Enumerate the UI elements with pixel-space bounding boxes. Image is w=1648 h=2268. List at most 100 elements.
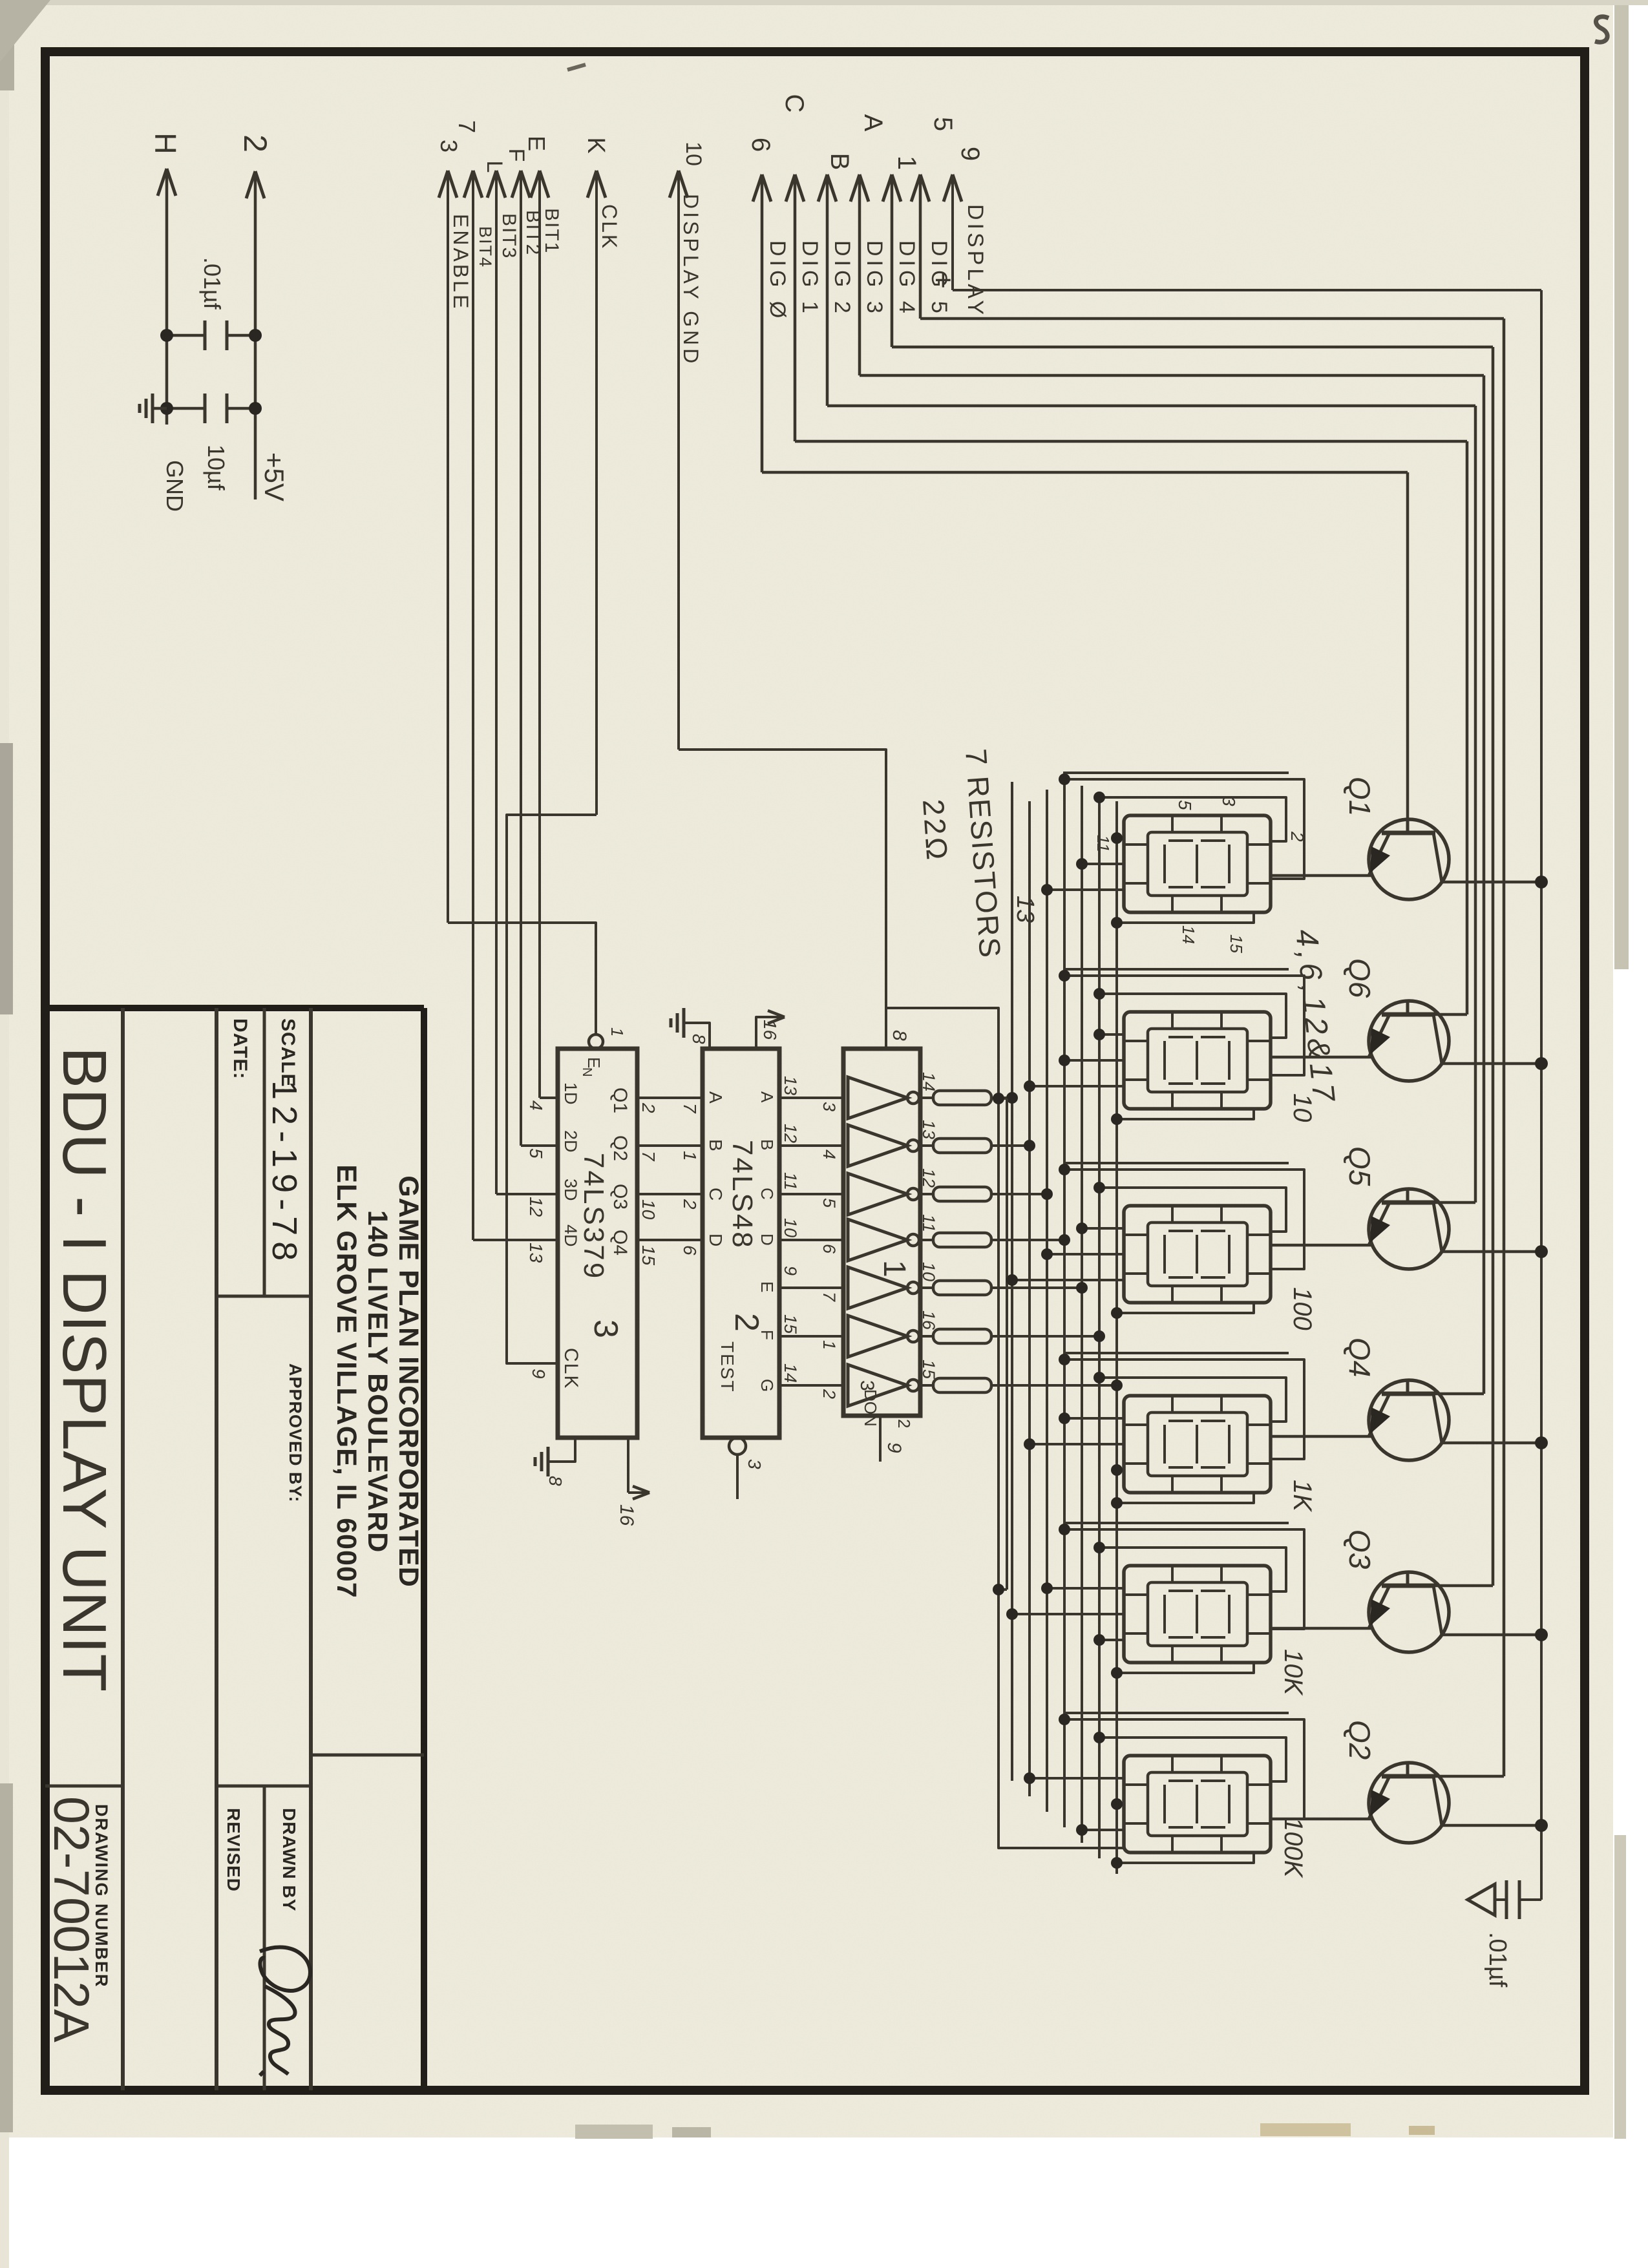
svg-text:8: 8 (689, 1034, 709, 1044)
svg-text:DIG 2: DIG 2 (830, 240, 854, 317)
svg-text:74LS379: 74LS379 (578, 1153, 609, 1280)
svg-text:3D: 3D (561, 1179, 580, 1201)
svg-text:3: 3 (856, 1380, 878, 1391)
svg-text:F: F (757, 1330, 777, 1340)
svg-text:100: 100 (1288, 1287, 1316, 1330)
svg-text:11: 11 (781, 1172, 800, 1190)
svg-text:Q5: Q5 (1343, 1146, 1377, 1186)
svg-text:+5V: +5V (259, 452, 290, 501)
svg-text:A: A (859, 114, 887, 132)
svg-text:Q2: Q2 (1343, 1720, 1377, 1759)
svg-text:4: 4 (526, 1100, 546, 1111)
svg-text:REVISED: REVISED (224, 1808, 244, 1892)
svg-text:C: C (780, 94, 808, 113)
svg-text:Q1: Q1 (609, 1087, 631, 1113)
svg-text:6: 6 (819, 1244, 839, 1254)
svg-text:74LS48: 74LS48 (726, 1140, 758, 1250)
svg-text:13: 13 (781, 1076, 800, 1095)
svg-text:100K: 100K (1279, 1817, 1307, 1879)
svg-text:140 LIVELY BOULEVARD: 140 LIVELY BOULEVARD (362, 1210, 393, 1553)
svg-text:5: 5 (929, 117, 957, 131)
svg-text:5: 5 (1175, 800, 1195, 810)
svg-text:2: 2 (1287, 831, 1307, 842)
svg-text:CLK: CLK (598, 204, 621, 250)
svg-text:DIG 3: DIG 3 (862, 240, 887, 317)
svg-text:.01µf: .01µf (1484, 1932, 1511, 1988)
svg-text:K: K (582, 137, 609, 153)
svg-text:3: 3 (819, 1102, 839, 1111)
svg-text:9: 9 (883, 1442, 905, 1453)
svg-text:GND: GND (162, 460, 188, 512)
svg-text:10: 10 (781, 1218, 800, 1237)
svg-text:15: 15 (919, 1360, 938, 1380)
svg-text:CLK: CLK (560, 1348, 582, 1389)
svg-text:Q3: Q3 (1343, 1529, 1377, 1570)
svg-text:3: 3 (587, 1319, 624, 1338)
svg-text:14: 14 (781, 1363, 800, 1383)
svg-text:B: B (757, 1139, 777, 1150)
svg-text:13: 13 (526, 1243, 546, 1263)
svg-text:7: 7 (639, 1151, 659, 1162)
svg-text:12: 12 (919, 1168, 938, 1188)
svg-text:Q4: Q4 (1343, 1338, 1377, 1377)
svg-text:BDU - I DISPLAY UNIT: BDU - I DISPLAY UNIT (50, 1047, 119, 1692)
svg-text:4: 4 (819, 1150, 839, 1159)
svg-text:H: H (149, 132, 182, 154)
svg-text:DISPLAY: DISPLAY (963, 204, 988, 318)
svg-text:7: 7 (680, 1103, 700, 1114)
svg-text:15: 15 (639, 1245, 659, 1266)
svg-text:1: 1 (877, 1260, 911, 1277)
svg-text:DIG 4: DIG 4 (894, 240, 919, 317)
svg-text:L: L (482, 161, 507, 173)
svg-text:10K: 10K (1279, 1649, 1307, 1696)
svg-text:7: 7 (819, 1292, 839, 1302)
svg-text:2: 2 (237, 134, 273, 152)
svg-text:D: D (706, 1234, 726, 1246)
svg-text:Q3: Q3 (609, 1184, 631, 1210)
svg-text:Q1: Q1 (1343, 777, 1377, 816)
svg-text:6: 6 (680, 1245, 700, 1255)
svg-text:12-19-78: 12-19-78 (265, 1080, 304, 1266)
svg-text:8: 8 (545, 1476, 565, 1486)
svg-text:+: + (927, 271, 960, 289)
svg-text:4D: 4D (561, 1224, 580, 1247)
svg-text:ELK GROVE VILLAGE, IL 60007: ELK GROVE VILLAGE, IL 60007 (331, 1164, 362, 1598)
svg-text:Q4: Q4 (609, 1230, 631, 1255)
svg-text:B: B (825, 153, 854, 171)
svg-text:1: 1 (819, 1340, 839, 1350)
svg-text:9: 9 (956, 147, 984, 161)
svg-text:12: 12 (526, 1197, 546, 1217)
svg-text:BIT4: BIT4 (476, 226, 495, 268)
svg-text:A: A (706, 1091, 726, 1104)
svg-text:13: 13 (919, 1120, 938, 1139)
svg-text:C: C (706, 1188, 726, 1201)
svg-text:2: 2 (894, 1419, 914, 1428)
svg-text:N: N (580, 1067, 594, 1076)
svg-text:A: A (757, 1091, 777, 1103)
svg-text:TEST: TEST (717, 1341, 737, 1393)
svg-text:F: F (504, 149, 529, 162)
svg-text:02-70012A: 02-70012A (43, 1796, 99, 2042)
svg-text:1D: 1D (561, 1082, 580, 1105)
svg-text:15: 15 (781, 1314, 800, 1334)
svg-text:11: 11 (1093, 835, 1113, 852)
svg-text:SCALE:: SCALE: (277, 1018, 299, 1095)
svg-text:1: 1 (607, 1027, 627, 1036)
svg-text:DISPLAY GND: DISPLAY GND (679, 194, 703, 366)
svg-text:10: 10 (919, 1262, 938, 1281)
svg-text:DIG 5: DIG 5 (927, 240, 951, 317)
svg-text:5: 5 (819, 1198, 839, 1208)
svg-text:ENABLE: ENABLE (449, 214, 472, 311)
svg-text:G: G (757, 1379, 777, 1392)
svg-text:2: 2 (680, 1199, 700, 1210)
svg-text:DON: DON (861, 1389, 880, 1427)
svg-text:10: 10 (639, 1199, 659, 1220)
svg-text:14: 14 (1179, 925, 1198, 944)
svg-text:BIT1: BIT1 (541, 208, 562, 254)
svg-text:DRAWN BY: DRAWN BY (279, 1808, 299, 1911)
svg-text:.01µf: .01µf (199, 257, 226, 310)
svg-text:3: 3 (1219, 796, 1239, 806)
svg-text:APPROVED BY:: APPROVED BY: (286, 1363, 305, 1503)
svg-text:9: 9 (781, 1266, 800, 1276)
svg-text:1: 1 (893, 156, 921, 170)
